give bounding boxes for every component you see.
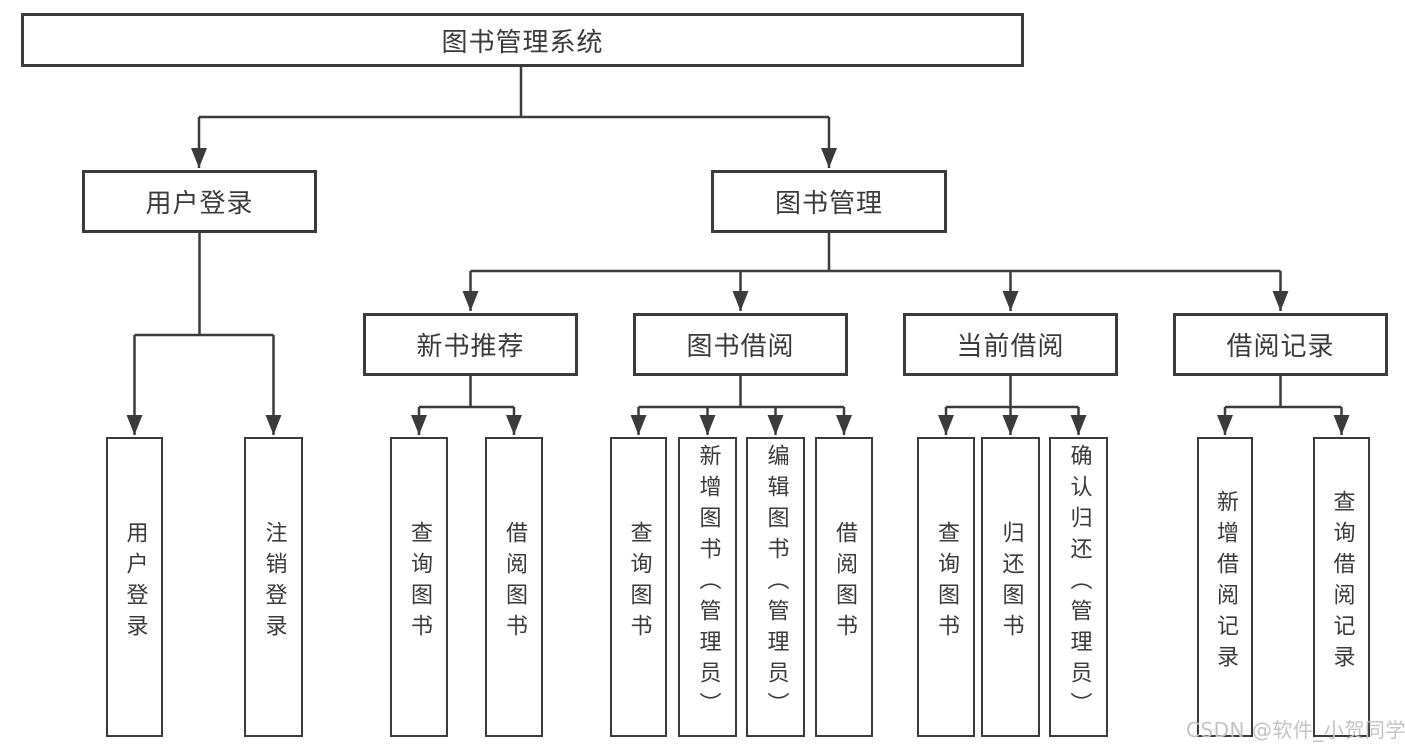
node-new-book-recommendation: 新书推荐 xyxy=(363,313,578,376)
leaf-logout: 注销登录 xyxy=(244,437,303,737)
node-label: 借阅图书 xyxy=(502,521,527,645)
new-book-fork-arrows xyxy=(411,407,522,435)
node-user-login: 用户登录 xyxy=(82,170,317,233)
node-label: 注销登录 xyxy=(261,521,287,645)
book-management-fork-arrows xyxy=(462,271,1289,311)
node-label: 编辑图书（管理员） xyxy=(763,443,789,723)
node-label: 查询图书 xyxy=(407,521,432,645)
root-fork-arrows xyxy=(191,117,837,168)
node-label: 当前借阅 xyxy=(956,332,1065,362)
leaf-user-login-action: 用户登录 xyxy=(106,437,163,737)
node-book-management: 图书管理 xyxy=(711,170,947,233)
node-label: 新增图书（管理员） xyxy=(695,443,721,723)
node-library-management-system: 图书管理系统 xyxy=(21,13,1024,67)
leaf-query-borrow-record: 查询借阅记录 xyxy=(1313,437,1370,737)
node-label: 归还图书 xyxy=(998,521,1024,645)
leaf-query-books-recommend: 查询图书 xyxy=(390,437,448,737)
node-label: 确认归还（管理员） xyxy=(1066,443,1092,723)
node-label: 借阅图书 xyxy=(832,521,857,645)
current-borrowing-fork-arrows xyxy=(938,407,1087,435)
node-book-borrowing: 图书借阅 xyxy=(633,313,848,376)
leaf-edit-book-admin: 编辑图书（管理员） xyxy=(746,437,805,737)
node-label: 借阅记录 xyxy=(1226,332,1335,362)
leaf-add-book-admin: 新增图书（管理员） xyxy=(678,437,737,737)
node-label: 查询借阅记录 xyxy=(1329,490,1355,676)
csdn-watermark: CSDN @软件_小贺同学 xyxy=(1186,718,1405,742)
node-label: 查询图书 xyxy=(934,521,959,645)
leaf-confirm-return-admin: 确认归还（管理员） xyxy=(1049,437,1108,737)
book-borrowing-fork-arrows xyxy=(630,407,852,435)
node-borrowing-records: 借阅记录 xyxy=(1173,313,1388,376)
leaf-query-books-borrow: 查询图书 xyxy=(610,437,667,737)
node-label: 图书管理系统 xyxy=(441,27,604,58)
node-label: 图书管理 xyxy=(774,189,883,219)
user-login-fork-arrows xyxy=(126,335,282,435)
connector-rails xyxy=(134,67,1342,409)
leaf-return-books: 归还图书 xyxy=(981,437,1040,737)
node-label: 用户登录 xyxy=(122,521,148,645)
node-label: 图书借阅 xyxy=(686,332,795,362)
leaf-borrow-books-borrow: 借阅图书 xyxy=(815,437,873,737)
node-label: 查询图书 xyxy=(626,521,652,645)
leaf-query-books-current: 查询图书 xyxy=(917,437,975,737)
borrowing-records-fork-arrows xyxy=(1217,407,1350,435)
node-current-borrowing: 当前借阅 xyxy=(903,313,1118,376)
node-label: 新增借阅记录 xyxy=(1213,490,1238,676)
leaf-borrow-books-recommend: 借阅图书 xyxy=(485,437,543,737)
node-label: 用户登录 xyxy=(145,189,254,219)
leaf-add-borrow-record: 新增借阅记录 xyxy=(1197,437,1253,737)
node-label: 新书推荐 xyxy=(416,332,525,362)
